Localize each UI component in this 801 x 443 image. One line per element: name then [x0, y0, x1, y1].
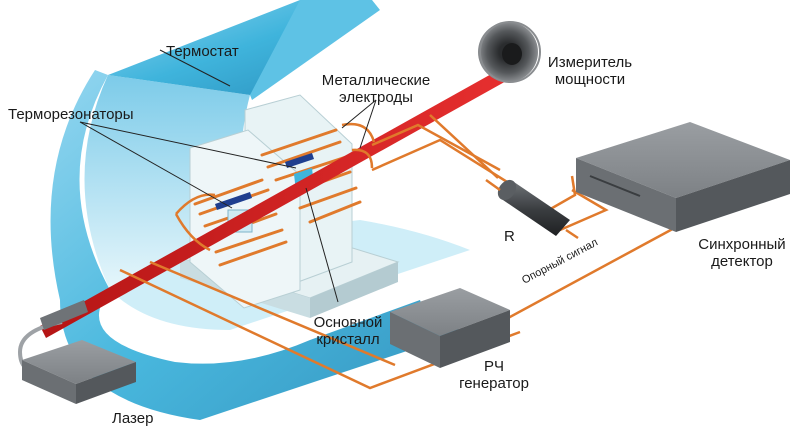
label-sync-detector-line1: Синхронный: [698, 236, 786, 253]
label-rf-generator: РЧ генератор: [446, 358, 542, 392]
label-main-crystal-line1: Основной: [313, 314, 383, 331]
label-power-meter-line2: мощности: [554, 71, 626, 88]
resistor-icon: [485, 178, 579, 240]
label-metal-electrodes-line2: электроды: [339, 89, 413, 106]
label-power-meter-line1: Измеритель: [547, 54, 633, 71]
label-resistor: R: [504, 228, 515, 245]
label-main-crystal-line2: кристалл: [316, 331, 380, 348]
label-thermoresonators: Терморезонаторы: [8, 106, 134, 123]
label-sync-detector-line2: детектор: [711, 253, 773, 270]
label-power-meter: Измеритель мощности: [540, 54, 640, 88]
leader-lines: [79, 49, 377, 303]
power-meter-ring-icon: [478, 21, 541, 83]
label-main-crystal: Основной кристалл: [306, 314, 390, 348]
label-thermostat: Термостат: [166, 43, 239, 60]
rf-generator-box-icon: [390, 288, 510, 368]
label-rf-generator-line2: генератор: [459, 375, 529, 392]
label-metal-electrodes: Металлические электроды: [306, 72, 446, 106]
sync-detector-box-icon: [576, 122, 790, 232]
label-metal-electrodes-line1: Металлические: [321, 72, 431, 89]
laser-box-icon: [22, 340, 136, 404]
label-sync-detector: Синхронный детектор: [692, 236, 792, 270]
label-rf-generator-line1: РЧ: [483, 358, 504, 375]
label-laser: Лазер: [112, 410, 154, 427]
